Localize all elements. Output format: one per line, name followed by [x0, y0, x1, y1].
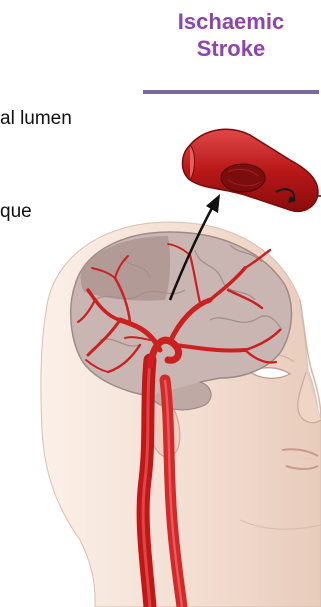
blocked-artery-inset: [183, 129, 321, 211]
